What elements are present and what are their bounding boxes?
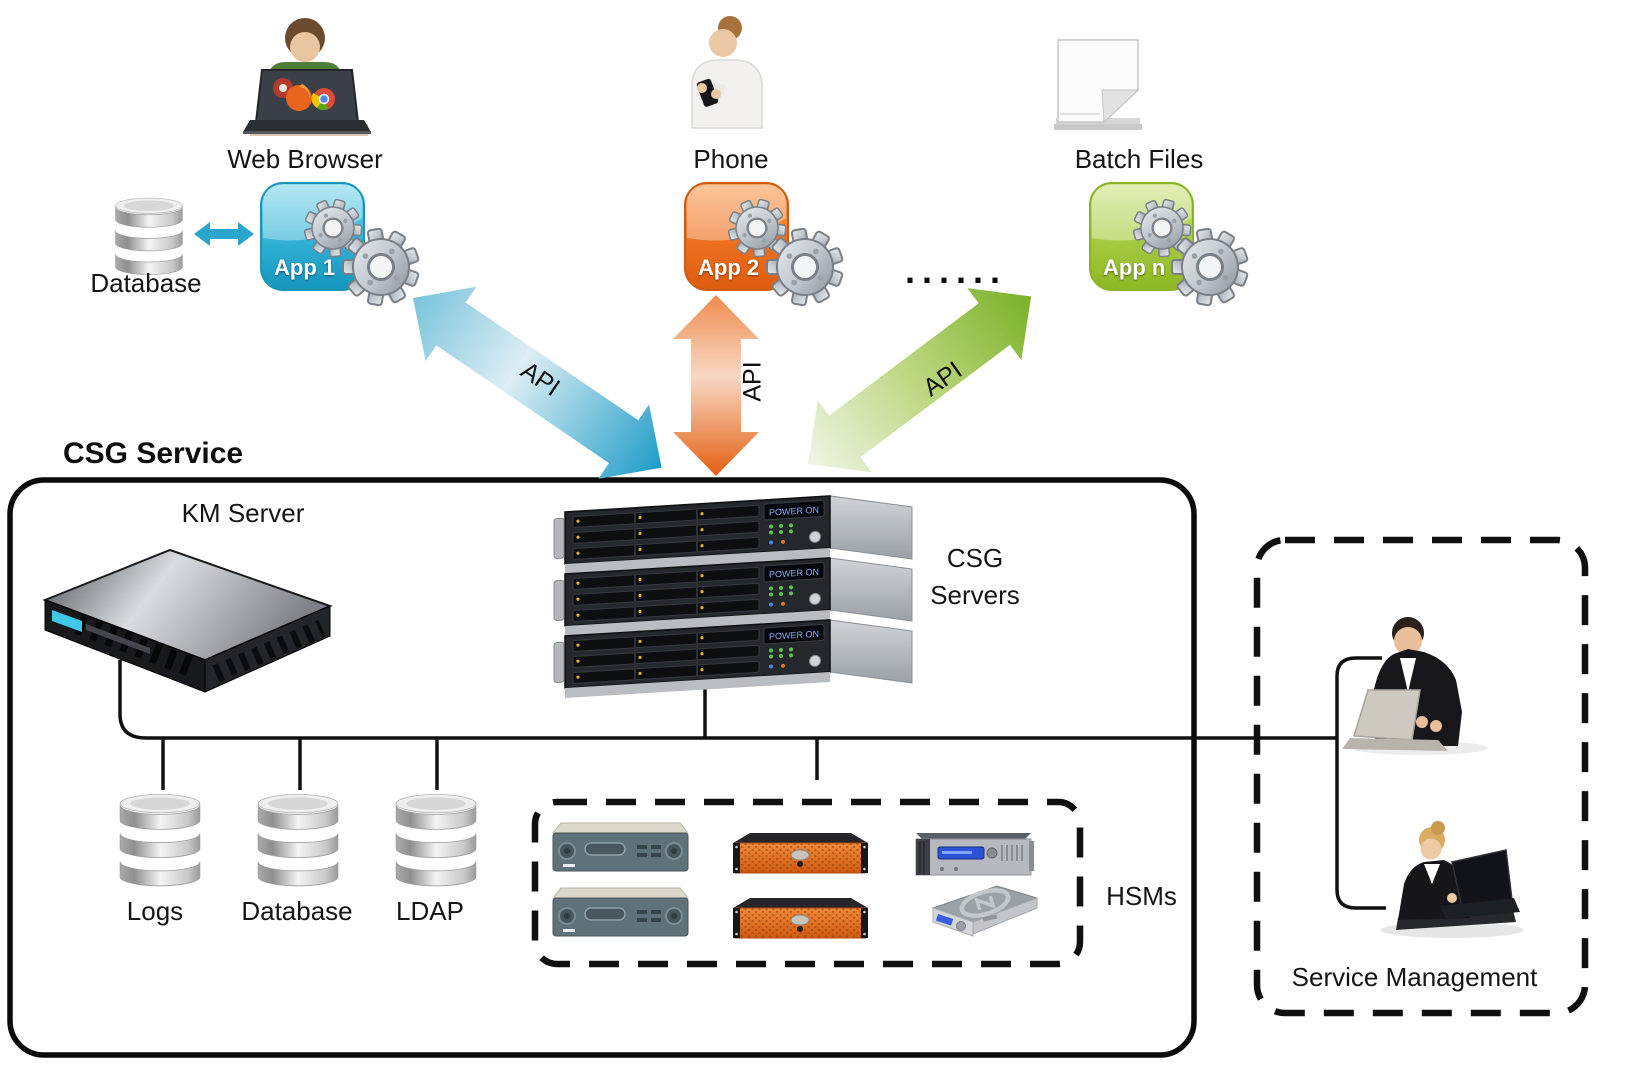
service-manager-1-image — [1342, 617, 1488, 755]
csg-servers-label: CSG Servers — [930, 543, 1020, 610]
web-browser-label: Web Browser — [227, 144, 383, 174]
app1-database-icon — [115, 197, 183, 275]
ldap-label: LDAP — [396, 896, 464, 926]
app2-label: App 2 — [698, 255, 760, 280]
km-server-image — [42, 548, 333, 693]
km-server-label: KM Server — [181, 498, 305, 528]
batch-files-label: Batch Files — [1074, 144, 1204, 174]
hsm-lcd-server — [915, 833, 1034, 876]
csg-service-box — [7, 477, 1197, 1058]
database-icon — [257, 794, 339, 887]
hsms-label: HSMs — [1106, 881, 1177, 911]
api-arrow-app2 — [673, 295, 759, 476]
database-bottom-label: Database — [241, 896, 353, 926]
api-arrow-app1 — [413, 286, 662, 479]
service-management-box — [1253, 536, 1589, 1017]
hsm-orange-1 — [733, 833, 868, 874]
phone-label: Phone — [693, 144, 769, 174]
rack3-display-text: POWER ON — [769, 629, 819, 642]
database-top-label: Database — [90, 268, 202, 298]
connector-lines — [118, 656, 1386, 910]
hsm-teal-2 — [551, 887, 690, 937]
api-arrow-appn — [808, 288, 1032, 473]
hsms-box — [531, 798, 1084, 968]
hsm-orange-2 — [733, 898, 868, 939]
csg-servers-image: POWER ON POWER ON — [553, 495, 913, 698]
phone-user-image — [691, 16, 763, 129]
apps-ellipsis: ...... — [904, 250, 1007, 291]
app2-icon — [684, 182, 852, 313]
logs-label: Logs — [126, 896, 184, 926]
rack1-display-text: POWER ON — [769, 505, 819, 518]
rack-unit-2: POWER ON — [553, 557, 831, 636]
api-label-orange: API — [738, 361, 767, 402]
hsm-teal-1 — [551, 822, 690, 872]
rack-unit-3: POWER ON — [553, 619, 831, 698]
service-manager-2-image — [1380, 821, 1524, 938]
appn-icon — [1089, 182, 1257, 313]
web-browser-user-image — [243, 18, 371, 136]
batch-files-image — [1054, 39, 1142, 130]
rack2-display-text: POWER ON — [769, 567, 819, 580]
app1-label: App 1 — [274, 255, 336, 280]
appn-label: App n — [1103, 255, 1166, 280]
service-management-label: Service Management — [1291, 962, 1538, 992]
ldap-database-icon — [395, 794, 477, 887]
database-app1-arrow — [194, 222, 254, 246]
logs-database-icon — [119, 794, 201, 887]
csg-service-title: CSG Service — [63, 437, 244, 470]
hsm-ncipher — [931, 885, 1039, 937]
app1-icon — [260, 182, 428, 313]
rack-unit-1: POWER ON — [553, 495, 831, 574]
